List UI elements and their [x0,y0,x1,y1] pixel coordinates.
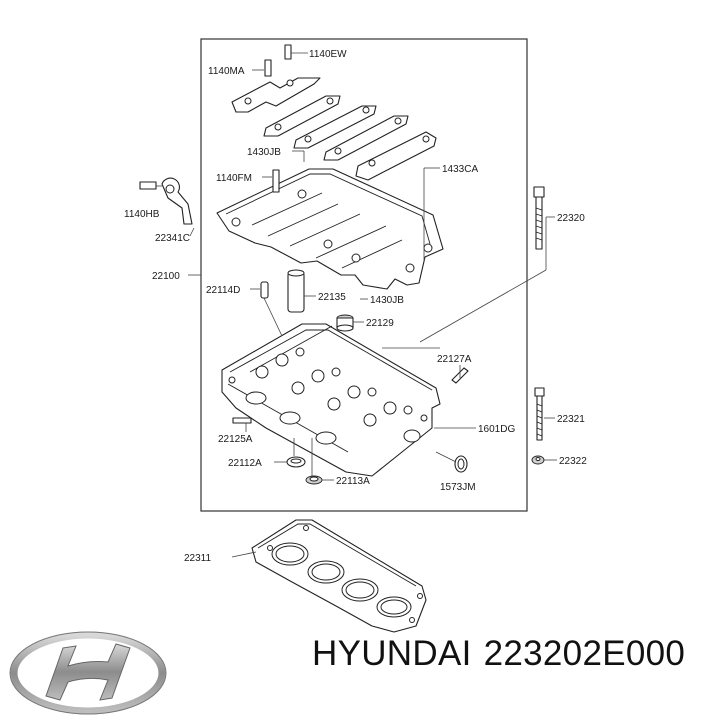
callout-22127A: 22127A [437,354,472,365]
callout-22129: 22129 [366,318,394,329]
callout-22322: 22322 [559,456,587,467]
callout-1140HB: 1140HB [124,209,160,220]
brand-name: HYUNDAI [312,634,472,673]
cylinder-head [221,323,441,477]
bracket-22341C [139,177,193,225]
callout-1430JB-top: 1430JB [247,147,281,158]
callout-1140MA: 1140MA [208,66,245,77]
brand-part-number: HYUNDAI 223202E000 [312,634,685,674]
callout-22321: 22321 [557,414,585,425]
camshaft-bearing-caps [231,44,437,181]
seal-1573JM [454,455,468,473]
callout-22311: 22311 [184,553,212,564]
valve-seals [286,456,323,485]
camshaft-carrier [216,168,444,290]
callout-1601DG: 1601DG [478,424,515,435]
part-number: 223202E000 [483,634,686,673]
callout-1140FM: 1140FM [216,173,252,184]
head-gasket [251,519,427,633]
callout-1573JM: 1573JM [440,482,476,493]
head-bolt-22320 [533,186,545,250]
hyundai-logo-icon [9,631,167,715]
plug-22129 [336,314,354,332]
callout-22112A: 22112A [228,458,262,469]
callout-1140EW: 1140EW [309,49,347,60]
callout-22341C: 22341C [155,233,190,244]
callout-labels: 1140EW 1140MA 1430JB 1433CA 1140FM 1140H… [124,49,587,564]
callout-1433CA: 1433CA [442,164,478,175]
washer-22322 [531,455,545,465]
callout-22100: 22100 [152,271,180,282]
bolt-22321 [534,387,545,441]
callout-22135: 22135 [318,292,346,303]
leader-lines [156,52,557,558]
callout-1430JB-bottom: 1430JB [370,295,404,306]
callout-22114D: 22114D [206,285,240,296]
callout-22113A: 22113A [336,476,370,487]
stud-22125A [232,417,252,424]
callout-22320: 22320 [557,213,585,224]
dowel-and-tube [260,269,305,313]
callout-22125A: 22125A [218,434,253,445]
